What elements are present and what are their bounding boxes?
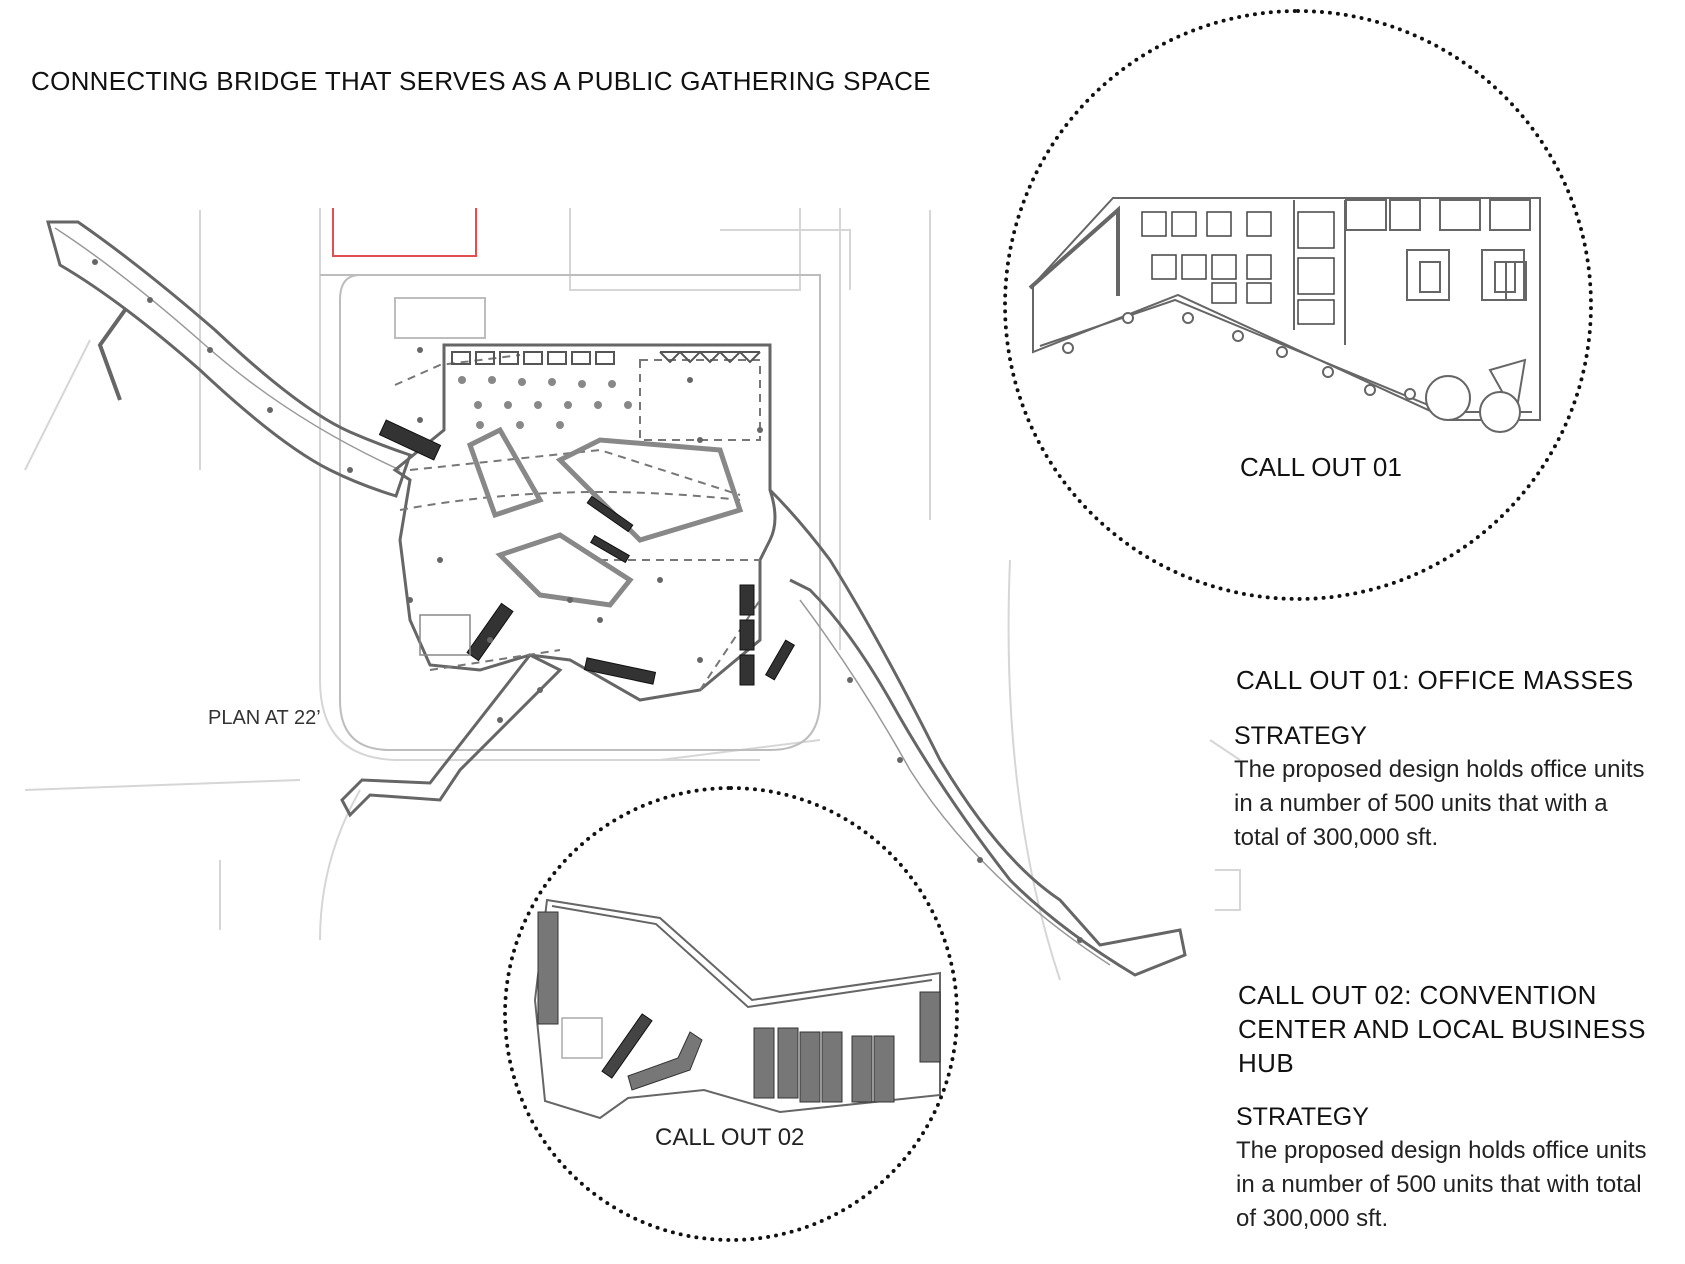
- callout-02-label: CALL OUT 02: [655, 1124, 805, 1151]
- callout-01-heading: CALL OUT 01: OFFICE MASSES: [1236, 665, 1634, 695]
- callout-02-strategy-label: STRATEGY: [1236, 1103, 1369, 1131]
- callout-01-body: The proposed design holds office units i…: [1234, 756, 1645, 851]
- callout-01-circle: [1003, 9, 1593, 601]
- column-dots: [92, 259, 1083, 943]
- main-platform: [392, 343, 777, 702]
- stairs: [378, 419, 796, 686]
- callout-01-label: CALL OUT 01: [1240, 452, 1402, 482]
- context-lines: [24, 208, 1241, 981]
- callout-02-body: The proposed design holds office units i…: [1236, 1137, 1647, 1232]
- stair-box: [419, 614, 471, 656]
- callout-02-circle: [503, 786, 959, 1242]
- page-title: CONNECTING BRIDGE THAT SERVES AS A PUBLI…: [31, 66, 931, 96]
- callout-02-heading: CALL OUT 02: CONVENTION CENTER AND LOCAL…: [1238, 980, 1646, 1078]
- seating-clusters: [458, 376, 632, 429]
- callout-01-strategy-label: STRATEGY: [1234, 722, 1367, 750]
- void-shapes: [466, 426, 744, 608]
- bridge-southwest: [340, 653, 563, 818]
- wall-units: [451, 350, 761, 365]
- block-outline: [320, 274, 821, 751]
- bridge-northwest: [46, 220, 412, 498]
- bridge-east: [768, 488, 1187, 977]
- plan-label: PLAN AT 22’: [208, 707, 321, 729]
- red-site-boundary: [332, 208, 477, 257]
